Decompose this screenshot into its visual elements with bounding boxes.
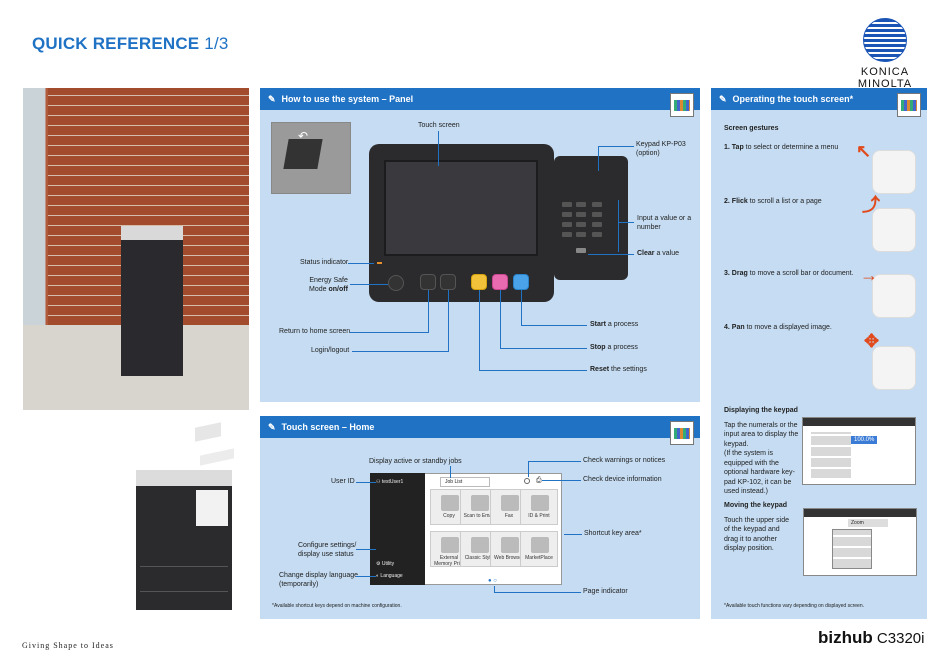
label-check-warnings: Check warnings or notices <box>583 457 666 464</box>
brand-name: KONICA MINOLTA <box>857 66 913 90</box>
tap-arrow-icon: ↖ <box>856 141 872 161</box>
user-id-field[interactable]: ⚇ testUser1 <box>376 479 404 485</box>
panel-section: ✎Touch screen – Home <box>260 416 700 619</box>
product-photo <box>23 88 249 410</box>
tap-hand-icon <box>872 150 916 194</box>
keypad-device <box>554 156 628 280</box>
globe-icon <box>501 537 519 553</box>
label-change-language: Change display language(temporarily) <box>279 572 359 588</box>
pan-hand-icon <box>872 346 916 390</box>
move-keypad-screenshot: Zoom <box>803 508 917 576</box>
pencil-icon: ✎ <box>268 93 276 104</box>
slogan: Giving Shape to Ideas <box>22 641 114 650</box>
drag-arrow-icon: → <box>860 265 878 285</box>
energy-save-button[interactable] <box>388 275 404 291</box>
panel-zoom-shapes <box>195 422 221 442</box>
brand-logo: KONICA MINOLTA <box>835 18 935 90</box>
keypad-keys <box>560 198 610 258</box>
panel-zoom-shapes-2 <box>200 448 234 466</box>
tile-id-print[interactable]: ID & Print <box>520 489 558 525</box>
email-icon <box>471 495 489 511</box>
home-button[interactable] <box>420 274 436 290</box>
label-return-home: Return to home screen <box>279 328 351 335</box>
pencil-icon: ✎ <box>268 421 276 432</box>
login-button[interactable] <box>440 274 456 290</box>
usb-icon <box>441 537 459 553</box>
flick-arrow-icon: ⤴ <box>862 195 880 215</box>
printer-icon <box>531 495 549 511</box>
tile-marketplace[interactable]: MarketPlace <box>520 531 558 567</box>
panel-section-header: ✎Touch screen – Home <box>260 416 700 438</box>
panel-thumbnail-icon <box>670 93 694 117</box>
label-status-indicator: Status indicator <box>300 259 349 266</box>
label-login: Login/logout <box>311 347 350 354</box>
device-image <box>136 470 232 610</box>
zoom-field: Zoom <box>848 519 888 527</box>
utility-button[interactable]: ⚙ Utility <box>376 561 395 567</box>
label-check-device: Check device information <box>583 476 662 483</box>
language-button[interactable]: ◐ Language <box>376 573 403 579</box>
gesture-flick: 2. Flick to scroll a list or a page <box>724 198 822 205</box>
label-touch-screen: Touch screen <box>418 122 460 129</box>
marketplace-icon <box>531 537 549 553</box>
user-icon: ⚇ <box>376 479 381 485</box>
flick-hand-icon <box>872 208 916 252</box>
shortcut-tiles: Copy Scan to Email Fax ID & Print Extern… <box>430 489 558 571</box>
label-keypad: Keypad KP-P03(option) <box>636 141 686 157</box>
label-clear: Clear a value <box>637 250 680 257</box>
shortcut-footnote: *Available shortcut keys depend on machi… <box>272 603 402 609</box>
stop-button[interactable] <box>492 274 508 290</box>
touch-screen-display <box>384 160 538 256</box>
job-list-button[interactable]: Job List <box>440 477 490 487</box>
label-start: Start a process <box>590 321 639 328</box>
tilt-panel-illustration: ↶ <box>271 122 351 194</box>
panel-thumbnail-icon <box>897 93 921 117</box>
label-reset: Reset the settings <box>590 366 647 373</box>
reset-button[interactable] <box>471 274 487 290</box>
drag-hand-icon <box>872 274 916 318</box>
classic-style-icon <box>471 537 489 553</box>
home-sidebar: ⚇ testUser1 ⚙ Utility ◐ Language <box>370 473 425 585</box>
label-display-jobs: Display active or standby jobs <box>369 458 462 465</box>
device-info-icon[interactable]: ⎙ <box>536 477 542 484</box>
product-name: bizhub C3320i <box>818 628 925 647</box>
gestures-footnote: *Available touch functions vary dependin… <box>724 603 864 609</box>
panel-thumbnail-icon <box>670 421 694 445</box>
pan-arrow-icon: ✥ <box>864 331 880 351</box>
fax-icon <box>501 495 519 511</box>
page-title: QUICK REFERENCE 1/3 <box>32 34 229 53</box>
label-stop: Stop a process <box>590 344 638 351</box>
label-user-id: User ID <box>331 478 355 485</box>
keypad-screenshot: 100.0% <box>802 417 916 485</box>
moving-keypad-title: Moving the keypad <box>724 502 788 509</box>
panel-section-header: ✎How to use the system – Panel <box>260 88 700 110</box>
language-icon: ◐ <box>376 573 380 579</box>
copy-icon <box>441 495 459 511</box>
gesture-tap: 1. Tap to select or determine a menu <box>724 144 839 151</box>
panel-section-header: ✎Operating the touch screen* <box>711 88 927 110</box>
warning-icon[interactable] <box>524 478 530 484</box>
label-shortcut-area: Shortcut key area* <box>584 530 642 537</box>
displaying-keypad-title: Displaying the keypad <box>724 407 798 414</box>
page-indicator-dots[interactable]: ● ○ <box>488 578 497 584</box>
start-button[interactable] <box>513 274 529 290</box>
gestures-title: Screen gestures <box>724 125 779 132</box>
keypad-value: 100.0% <box>851 436 878 444</box>
utility-icon: ⚙ <box>376 561 381 567</box>
gesture-pan: 4. Pan to move a displayed image. <box>724 324 832 331</box>
pencil-icon: ✎ <box>719 93 727 104</box>
globe-logo-icon <box>863 18 907 62</box>
gesture-drag: 3. Drag to move a scroll bar or document… <box>724 270 854 277</box>
label-page-indicator: Page indicator <box>583 588 628 595</box>
label-configure: Configure settings/display use status <box>298 542 357 558</box>
status-indicator-light <box>377 262 382 264</box>
